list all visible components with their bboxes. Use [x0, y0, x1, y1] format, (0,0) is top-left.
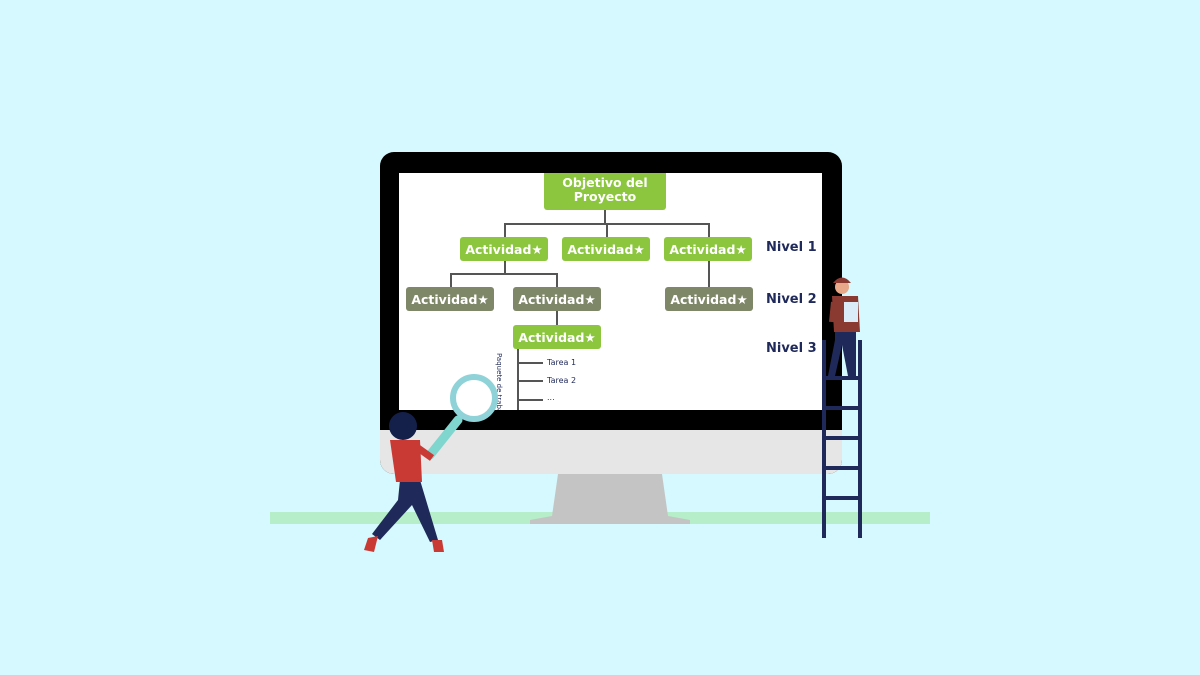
- monitor-screen: Objetivo del Proyecto Actividad★ Activid…: [399, 173, 822, 410]
- star-icon: ★: [736, 291, 748, 307]
- monitor-stand: [530, 474, 690, 524]
- level-label: Nivel 1: [766, 240, 817, 255]
- star-icon: ★: [531, 241, 543, 257]
- project-objective-node: Objetivo del Proyecto: [544, 173, 666, 210]
- star-icon: ★: [584, 291, 596, 307]
- level-label: Nivel 3: [766, 341, 817, 356]
- monitor-chin: [380, 430, 842, 474]
- task-item: ...: [547, 393, 555, 402]
- star-icon: ★: [633, 241, 645, 257]
- level2-activity-node: Actividad★: [406, 287, 494, 311]
- ladder-icon: [822, 340, 862, 538]
- task-item: Tarea 1: [547, 358, 577, 367]
- person-with-magnifier-icon: [364, 412, 444, 552]
- level1-activity-node: Actividad★: [562, 237, 650, 261]
- star-icon: ★: [735, 241, 747, 257]
- level3-activity-node: Actividad★: [513, 325, 601, 349]
- task-item: Tarea 2: [547, 376, 577, 385]
- level2-activity-node: Actividad★: [665, 287, 753, 311]
- level1-activity-node: Actividad★: [664, 237, 752, 261]
- magnifying-glass-icon: [425, 374, 498, 460]
- star-icon: ★: [477, 291, 489, 307]
- level2-activity-node: Actividad★: [513, 287, 601, 311]
- star-icon: ★: [584, 329, 596, 345]
- level1-activity-node: Actividad★: [460, 237, 548, 261]
- person-on-ladder-icon: [828, 277, 860, 376]
- level-label: Nivel 2: [766, 292, 817, 307]
